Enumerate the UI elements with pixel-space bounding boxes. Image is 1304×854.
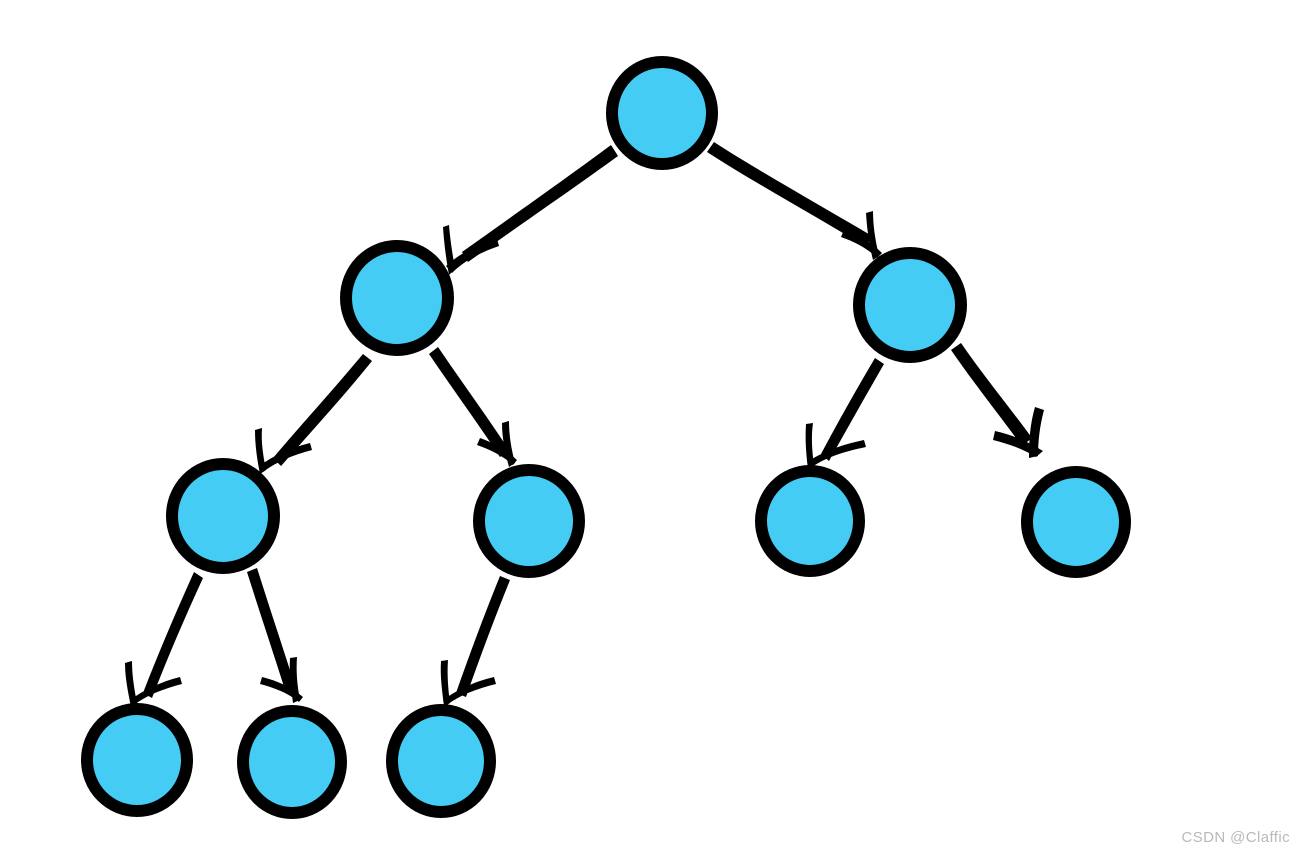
tree-node-level3-mid[interactable] — [237, 705, 347, 819]
node-circle[interactable] — [81, 703, 193, 817]
node-layer — [81, 56, 1131, 819]
edge-n3-to-n8 — [247, 568, 303, 703]
arrowhead — [807, 440, 866, 467]
tree-node-level1-right[interactable] — [853, 247, 967, 363]
arrowhead — [130, 677, 182, 705]
edge-shaft — [273, 354, 372, 466]
node-circle[interactable] — [237, 705, 347, 819]
tree-node-level3-left[interactable] — [81, 703, 193, 817]
edge-shaft — [951, 343, 1032, 446]
edge-n1-to-n3 — [255, 354, 372, 474]
node-circle[interactable] — [755, 465, 865, 577]
tree-node-level3-right[interactable] — [386, 704, 496, 818]
tree-node-root[interactable] — [606, 56, 718, 170]
edge-n4-to-n9 — [440, 576, 510, 706]
edge-n1-to-n4 — [429, 347, 517, 467]
tree-node-level2-left[interactable] — [166, 458, 280, 574]
arrowhead — [805, 423, 814, 469]
edge-n2-to-n6 — [951, 343, 1044, 458]
edge-shaft — [429, 347, 509, 457]
arrowhead — [443, 677, 496, 705]
arrowhead — [260, 677, 303, 702]
arrowhead — [841, 230, 882, 258]
node-circle[interactable] — [340, 240, 454, 356]
arrowhead — [502, 421, 515, 467]
watermark-text: CSDN @Claffic — [1181, 829, 1290, 846]
node-circle[interactable] — [386, 704, 496, 818]
edge-root-to-right — [707, 142, 882, 260]
arrowhead — [255, 428, 266, 474]
arrowhead — [446, 239, 499, 273]
arrowhead — [477, 438, 517, 465]
edge-shaft — [707, 142, 872, 247]
tree-node-level1-left[interactable] — [340, 240, 454, 356]
edge-shaft — [462, 145, 618, 262]
node-circle[interactable] — [606, 56, 718, 170]
arrowhead — [259, 443, 312, 472]
tree-node-level2-midleft[interactable] — [473, 464, 585, 578]
tree-node-level2-right[interactable] — [1021, 466, 1131, 578]
edge-shaft — [143, 572, 203, 698]
edge-root-to-left — [443, 145, 618, 275]
edge-shaft — [247, 568, 296, 693]
arrowhead — [440, 660, 450, 706]
arrowhead — [125, 661, 137, 707]
node-circle[interactable] — [473, 464, 585, 578]
tree-node-level2-midright[interactable] — [755, 465, 865, 577]
edge-shaft — [456, 576, 510, 697]
arrowhead — [993, 431, 1043, 457]
node-circle[interactable] — [166, 458, 280, 574]
edge-layer — [125, 142, 1044, 707]
edge-n3-to-n7 — [125, 572, 203, 707]
edge-n2-to-n5 — [805, 358, 884, 469]
node-circle[interactable] — [1021, 466, 1131, 578]
node-circle[interactable] — [853, 247, 967, 363]
edge-shaft — [821, 358, 884, 461]
